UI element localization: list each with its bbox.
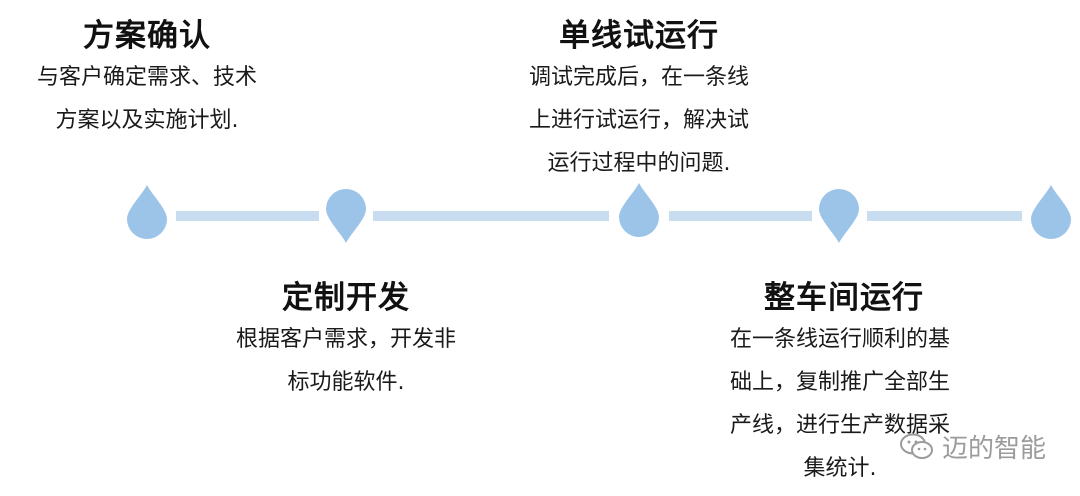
- step-3-line-3: 运行过程中的问题.: [547, 151, 731, 176]
- step-3-line-2: 上进行试运行，解决试: [528, 108, 749, 133]
- wechat-icon: [900, 433, 933, 459]
- step-4-title: 整车间运行: [764, 280, 924, 316]
- step-1-description: 与客户确定需求、技术 方案以及实施计划.: [0, 56, 297, 142]
- step-2-description: 根据客户需求，开发非 标功能软件.: [196, 318, 496, 404]
- step-2-line-1: 根据客户需求，开发非: [235, 327, 456, 352]
- timeline-bar-4: [867, 211, 1022, 221]
- step-1-line-1: 与客户确定需求、技术: [36, 65, 257, 90]
- step-2-line-2: 标功能软件.: [287, 370, 405, 395]
- drop-marker-4: [819, 189, 859, 243]
- step-4-description: 在一条线运行顺利的基 础上，复制推广全部生 产线，进行生产数据采 集统计.: [690, 318, 990, 490]
- timeline-bar-3: [669, 211, 812, 221]
- step-1-line-2: 方案以及实施计划.: [55, 108, 239, 133]
- watermark: 迈的智能: [900, 428, 1046, 465]
- step-4-line-4: 集统计.: [803, 456, 877, 481]
- watermark-text: 迈的智能: [942, 434, 1047, 464]
- step-1-title: 方案确认: [83, 18, 211, 54]
- drop-marker-2: [326, 189, 366, 243]
- step-4-line-1: 在一条线运行顺利的基: [729, 327, 950, 352]
- step-3-line-1: 调试完成后，在一条线: [528, 65, 749, 90]
- step-2-title: 定制开发: [282, 280, 410, 316]
- drop-marker-5: [1031, 185, 1071, 239]
- timeline-bar-1: [176, 211, 319, 221]
- timeline-bar-2: [373, 211, 609, 221]
- drop-marker-3: [619, 183, 659, 237]
- drop-marker-1: [127, 185, 167, 239]
- step-3-title: 单线试运行: [559, 18, 719, 54]
- step-3-description: 调试完成后，在一条线 上进行试运行，解决试 运行过程中的问题.: [489, 56, 789, 185]
- step-4-line-2: 础上，复制推广全部生: [729, 370, 950, 395]
